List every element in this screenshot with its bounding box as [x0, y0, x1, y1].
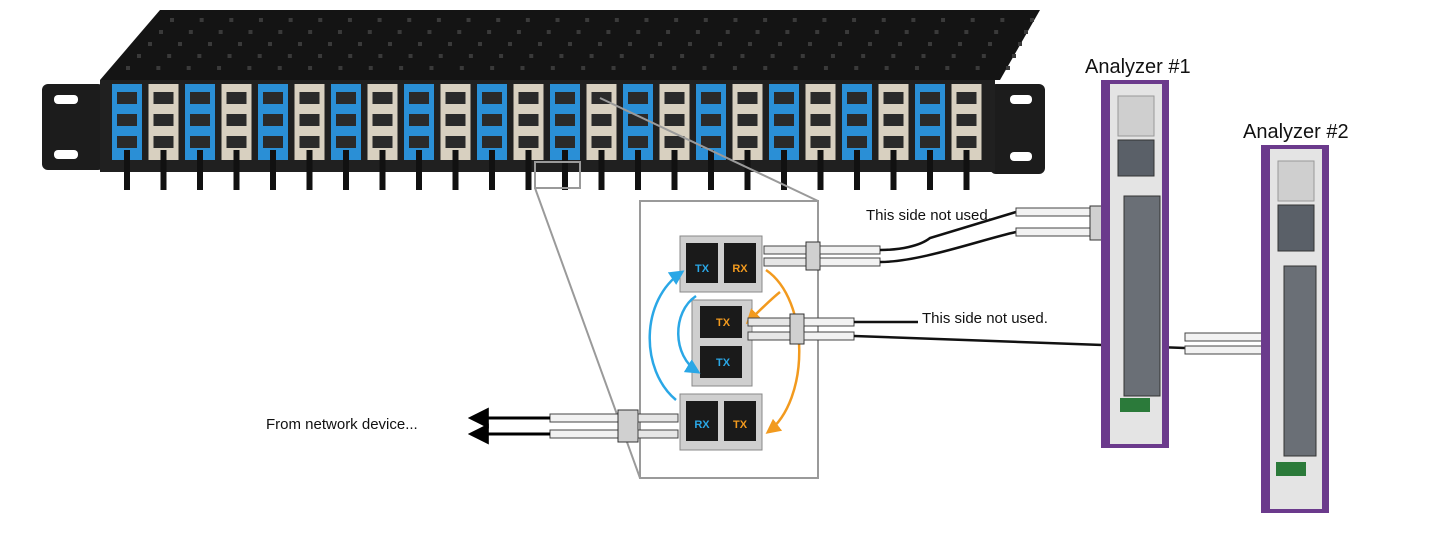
- blue-arrow-down: [677, 294, 701, 374]
- port-label: TX: [695, 263, 710, 275]
- analyzer-1-label: Analyzer #1: [1085, 56, 1191, 78]
- rack-module: [623, 84, 653, 190]
- rack-modules: [112, 84, 982, 190]
- mount-ear-right: [990, 84, 1045, 174]
- rack-module: [112, 84, 142, 190]
- fiber-connector-icon: [747, 313, 855, 345]
- mount-ear-left: [42, 84, 104, 170]
- rack-module: [404, 84, 434, 190]
- rack-module: [842, 84, 872, 190]
- rack-module: [185, 84, 215, 190]
- rack-module: [440, 84, 471, 190]
- rack-module: [513, 84, 544, 190]
- port-block-bottom: RX TX: [679, 393, 763, 451]
- blue-arrow-up: [648, 270, 685, 401]
- rack-module: [294, 84, 325, 190]
- port-block-top: TX RX: [679, 235, 763, 293]
- rack-chassis: [42, 10, 1045, 190]
- port-tx-mid-b: [700, 346, 742, 378]
- status-leds: [1276, 462, 1306, 476]
- ethernet-port-icon: [1117, 139, 1155, 177]
- mount-hole-icon: [54, 150, 78, 159]
- port-label: TX: [716, 357, 731, 369]
- zoom-line-right: [599, 97, 819, 202]
- port-tx-top: [686, 243, 718, 283]
- rack-module: [586, 84, 617, 190]
- fiber-cables: [467, 205, 1295, 445]
- ethernet-port-icon: [1277, 204, 1315, 252]
- analyzer-1-device: [1101, 80, 1169, 448]
- orange-arrow-down: [765, 268, 801, 434]
- lid-vent-holes: [126, 18, 1034, 70]
- rack-module: [915, 84, 945, 190]
- mount-hole-icon: [1010, 95, 1032, 104]
- status-leds: [1120, 398, 1150, 412]
- rack-module: [477, 84, 507, 190]
- port-label: TX: [716, 317, 731, 329]
- not-used-label-mid: This side not used.: [922, 310, 1048, 327]
- port-tx-bottom: [724, 401, 756, 441]
- rack-module: [696, 84, 726, 190]
- port-rx-bottom: [686, 401, 718, 441]
- port-rx-top: [724, 243, 756, 283]
- rack-module: [732, 84, 763, 190]
- rack-module: [805, 84, 836, 190]
- rack-module: [878, 84, 909, 190]
- port-block-mid: TX TX: [691, 299, 753, 387]
- sfp-ports: [1283, 265, 1317, 457]
- fiber-connector-icon: [763, 241, 881, 271]
- rack-module: [659, 84, 690, 190]
- sfp-ports: [1123, 195, 1161, 397]
- rack-module: [148, 84, 179, 190]
- port-label: RX: [694, 419, 710, 431]
- port-tx-mid-a: [700, 306, 742, 338]
- rack-module: [951, 84, 982, 190]
- rack-module: [331, 84, 361, 190]
- zoom-source-box: [534, 161, 581, 189]
- from-network-label: From network device...: [266, 416, 418, 433]
- rack-module: [367, 84, 398, 190]
- not-used-label-top: This side not used.: [866, 207, 992, 224]
- port-label: TX: [733, 419, 748, 431]
- analyzer-2-label: Analyzer #2: [1243, 121, 1349, 143]
- analyzer-2-device: [1261, 145, 1329, 513]
- fiber-connector-icon: [549, 409, 679, 443]
- rack-module: [550, 84, 580, 190]
- mount-hole-icon: [54, 95, 78, 104]
- rack-module: [221, 84, 252, 190]
- port-label: RX: [732, 263, 748, 275]
- rack-module: [258, 84, 288, 190]
- mount-hole-icon: [1010, 152, 1032, 161]
- rack-module: [769, 84, 799, 190]
